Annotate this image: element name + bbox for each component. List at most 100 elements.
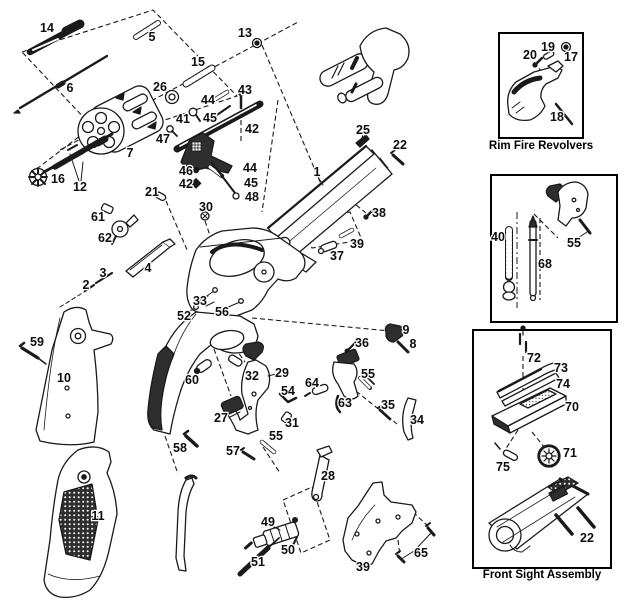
part-label-19: 19 (541, 40, 555, 54)
part-label-40: 40 (491, 230, 505, 244)
part-rod-51 (237, 537, 280, 577)
midbox-inset-art (502, 181, 592, 302)
part-label-30: 30 (199, 200, 213, 214)
part-label-6: 6 (67, 81, 74, 95)
part-label-74: 74 (556, 377, 570, 391)
part-spring-55b (358, 375, 375, 390)
part-label-61: 61 (91, 210, 105, 224)
part-screw-57 (240, 447, 256, 461)
part-trigger-63 (332, 348, 360, 414)
part-label-16: 16 (51, 172, 65, 186)
part-label-59: 59 (30, 335, 44, 349)
part-label-75: 75 (496, 460, 510, 474)
part-pin-33 (212, 287, 218, 293)
part-pin-30 (200, 211, 210, 221)
leader-56 (225, 301, 241, 309)
part-pin-48 (211, 162, 240, 200)
part-label-51: 51 (251, 555, 265, 569)
part-screw-8 (396, 340, 410, 354)
part-label-55: 55 (361, 367, 375, 381)
part-label-49: 49 (261, 515, 275, 529)
part-pin-60 (193, 359, 212, 375)
part-crane-yoke (319, 27, 410, 105)
part-label-58: 58 (173, 441, 187, 455)
part-screws-65 (395, 522, 436, 564)
part-label-10: 10 (57, 371, 71, 385)
part-label-44: 44 (243, 161, 257, 175)
part-labels-layer: 1456131526716124144454342474642444548213… (29, 20, 595, 576)
rimfire-box-title: Rim Fire Revolvers (488, 140, 594, 152)
part-label-18: 18 (550, 110, 564, 124)
part-pin-50 (292, 536, 298, 546)
part-pin-41 (188, 107, 201, 122)
front-sight-box (472, 329, 612, 569)
part-pin-64 (304, 383, 329, 397)
front-sight-inset-art (488, 325, 596, 553)
part-label-64: 64 (305, 376, 319, 390)
part-label-55: 55 (567, 236, 581, 250)
part-label-28: 28 (321, 469, 335, 483)
part-pins-12 (67, 144, 84, 182)
part-spring-44a (211, 89, 230, 103)
part-label-34: 34 (410, 413, 424, 427)
front-sight-box-title: Front Sight Assembly (482, 569, 602, 581)
part-label-35: 35 (381, 398, 395, 412)
rimfire-inset-art (507, 41, 574, 126)
part-label-72: 72 (527, 351, 541, 365)
part-label-68: 68 (538, 257, 552, 271)
part-label-20: 20 (523, 48, 537, 62)
part-label-39: 39 (350, 237, 364, 251)
part-label-8: 8 (410, 337, 417, 351)
part-label-13: 13 (238, 26, 252, 40)
part-label-37: 37 (330, 249, 344, 263)
part-screw-35 (377, 405, 392, 421)
part-pin-37 (317, 240, 338, 255)
part-bolt-rod-28 (311, 445, 333, 502)
part-label-57: 57 (226, 444, 240, 458)
rimfire-box (498, 32, 584, 139)
leader-33 (203, 290, 215, 299)
part-front-sight-25 (355, 133, 370, 148)
part-pin-13 (251, 37, 263, 49)
part-label-22: 22 (393, 138, 407, 152)
part-hammer-27 (220, 341, 277, 435)
part-label-9: 9 (403, 323, 410, 337)
part-label-47: 47 (156, 132, 170, 146)
part-spring-39a (338, 227, 355, 239)
part-label-12: 12 (73, 180, 87, 194)
part-label-38: 38 (372, 206, 386, 220)
part-label-52: 52 (177, 309, 191, 323)
part-label-4: 4 (145, 261, 152, 275)
part-thumbpiece-9 (384, 323, 405, 343)
part-screw-59 (18, 341, 47, 365)
part-pin-42b (190, 178, 202, 189)
part-label-27: 27 (214, 411, 228, 425)
part-label-25: 25 (356, 123, 370, 137)
part-label-22: 22 (580, 531, 594, 545)
part-bushing-26 (164, 89, 180, 105)
part-spring-34 (402, 397, 417, 441)
part-label-15: 15 (191, 55, 205, 69)
part-pin-45a (210, 105, 231, 121)
part-label-70: 70 (565, 400, 579, 414)
part-extractor-16 (28, 132, 114, 187)
part-label-31: 31 (285, 416, 299, 430)
part-label-42: 42 (245, 122, 259, 136)
part-label-65: 65 (414, 546, 428, 560)
part-label-43: 43 (238, 83, 252, 97)
part-pin-21 (154, 191, 167, 202)
part-screw-52 (193, 304, 199, 310)
part-label-1: 1 (314, 165, 321, 179)
part-label-42: 42 (179, 177, 193, 191)
part-label-33: 33 (193, 294, 207, 308)
part-ejector-rod-6 (13, 54, 109, 114)
part-sideplate (342, 481, 417, 567)
part-flat-bar-4 (125, 238, 176, 278)
part-label-26: 26 (153, 80, 167, 94)
part-label-45: 45 (244, 176, 258, 190)
part-cam-62 (111, 214, 139, 245)
part-frame-receiver (186, 227, 306, 318)
part-pin-3 (94, 271, 114, 285)
part-label-41: 41 (176, 112, 190, 126)
